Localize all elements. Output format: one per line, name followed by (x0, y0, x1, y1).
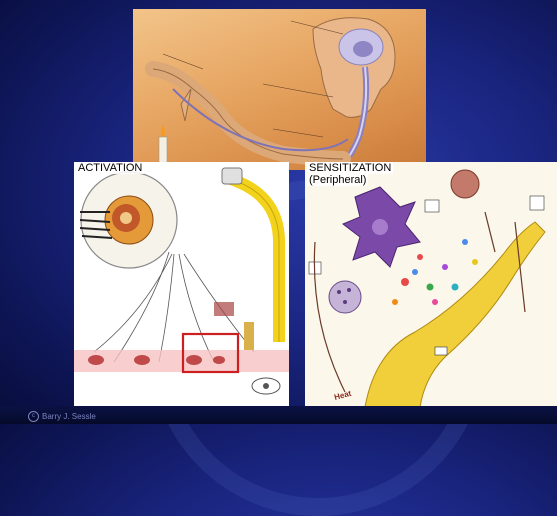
sensitization-diagram: Heat (305, 162, 557, 407)
copyright-icon: c (28, 411, 39, 422)
heat-label: Heat (333, 389, 352, 402)
author-credit: c Barry J. Sessle (28, 411, 96, 422)
activation-diagram (74, 162, 289, 406)
pain-pathway-illustration (133, 9, 426, 170)
activation-panel: ACTIVATION (74, 162, 289, 406)
sensitization-panel: Heat SENSITIZATION (Peripheral) (305, 162, 557, 407)
sensitization-title: SENSITIZATION (307, 162, 393, 174)
activation-title: ACTIVATION (76, 162, 144, 174)
sensitization-subtitle: (Peripheral) (307, 174, 368, 186)
author-name: Barry J. Sessle (42, 412, 96, 421)
